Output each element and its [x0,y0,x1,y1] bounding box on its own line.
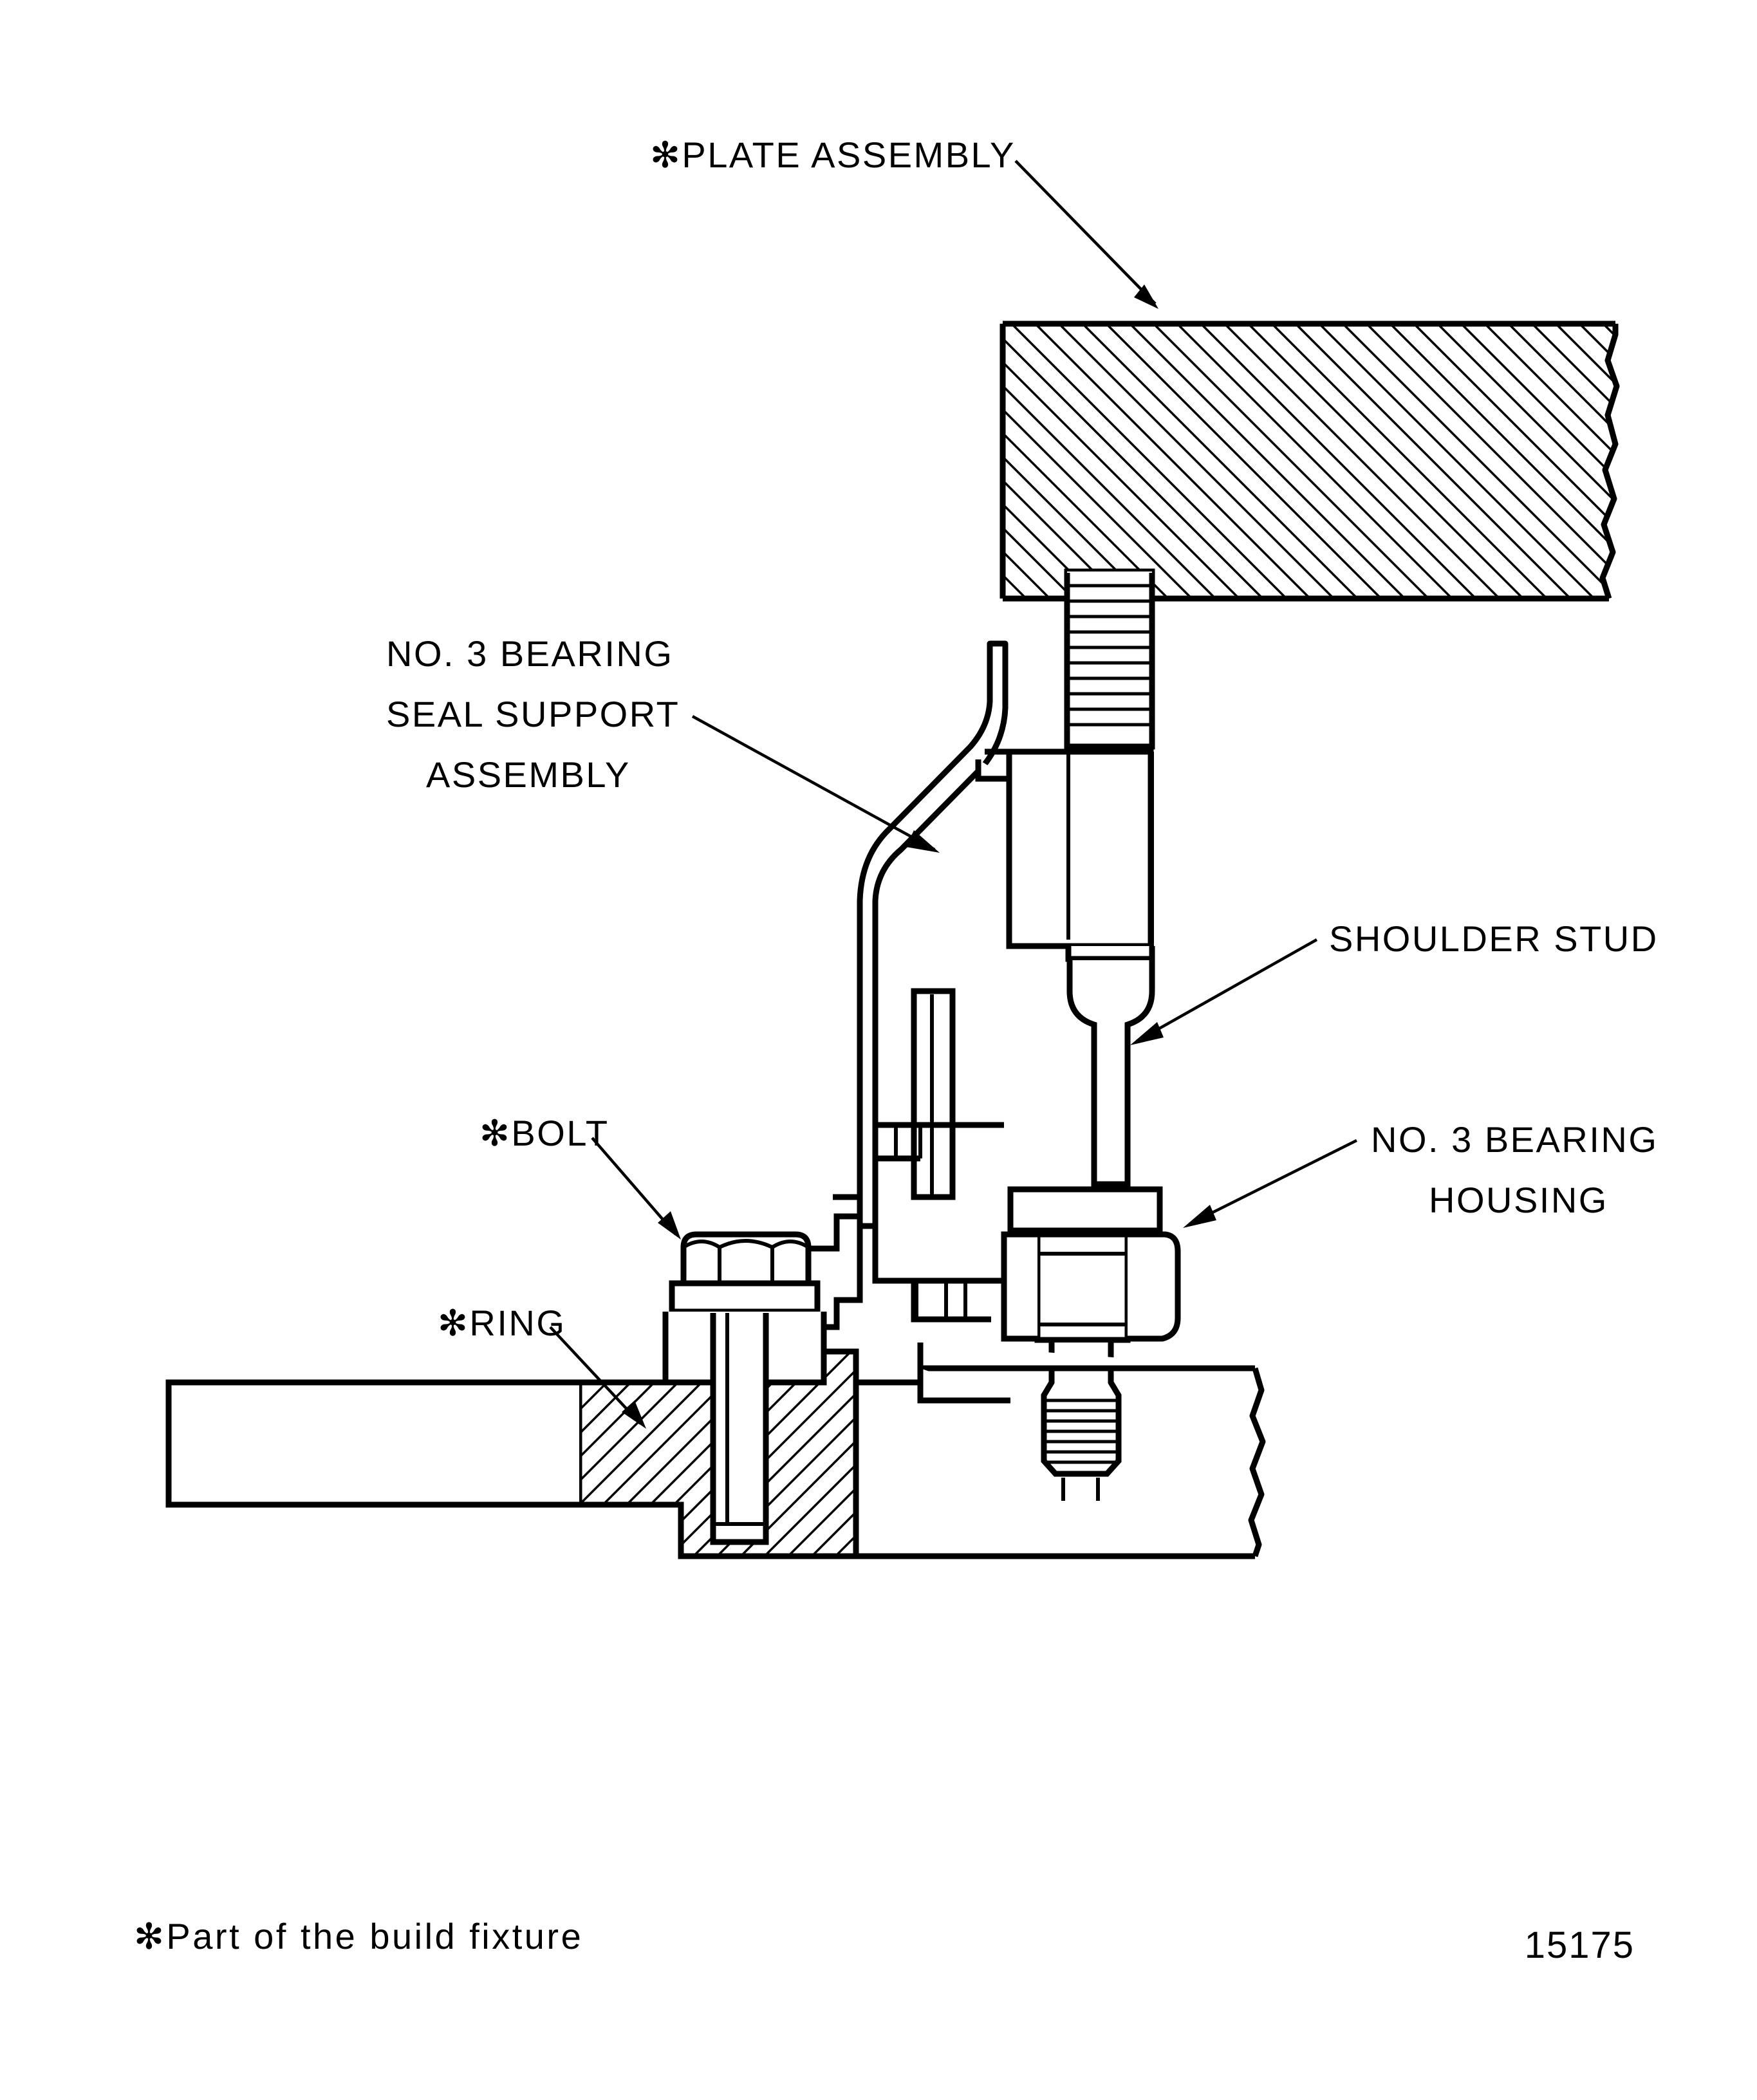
callout-plate-assembly-line-1: ✻PLATE ASSEMBLY [650,135,1016,175]
seal-support-assembly-part [798,640,1009,1330]
footnote-text: ✻Part of the build fixture [134,1916,583,1956]
callout-seal-support-line-3: ASSEMBLY [426,754,631,795]
plate-break-line [1599,324,1620,600]
stud-flange [1007,1186,1163,1234]
stud-waisted-shank [1066,960,1155,1187]
seal-support-step [975,759,1009,782]
callout-seal-support-line-2: SEAL SUPPORT [386,694,680,734]
seal-support-foot-left [811,1226,863,1330]
stud-lower-threads [1046,1398,1116,1464]
leader-ring [549,1326,646,1429]
leader-seal-support [691,715,940,853]
callout-labels: ✻PLATE ASSEMBLY NO. 3 BEARING SEAL SUPPO… [386,135,1659,1343]
leader-bolt [591,1137,681,1240]
bolt-washer [669,1280,821,1315]
callout-leaders [549,160,1358,1429]
stud-upper-shank [1064,573,1155,750]
seal-support-hook-upper [798,1213,860,1252]
housing-break-line [1248,1367,1266,1557]
arrowhead-shoulder-stud [1130,1022,1164,1045]
leader-shoulder-stud [1130,938,1318,1045]
arrowhead-bearing-housing [1183,1205,1216,1228]
leader-bearing-housing [1183,1138,1358,1228]
callout-bearing-housing-line-1: NO. 3 BEARING [1371,1119,1658,1160]
shoulder-stud-part [1006,573,1163,1501]
bearing-housing-part [798,1231,1266,1559]
ring-left-arm [165,1379,579,1508]
arrowhead-ring [622,1400,646,1429]
bolt-part [662,1231,827,1545]
housing-deck-left-step [917,1368,1010,1404]
bolt-hex-facet-left [682,1240,721,1249]
callout-seal-support-line-1: NO. 3 BEARING [386,633,673,674]
leader-plate-assembly [1014,160,1158,309]
arrowhead-bolt [658,1211,681,1240]
bolt-hex-facet-mid [718,1239,774,1249]
stud-spacer-sleeve [1006,748,1154,949]
housing-bracket-right [1128,1231,1181,1342]
stud-upper-threads [1070,584,1149,727]
seal-support-foot-profile [872,1226,991,1323]
plate-assembly-part [999,321,1620,602]
figure-number: 15175 [1525,1924,1635,1966]
callout-ring-line-1: ✻RING [438,1303,566,1343]
callout-bolt-line-1: ✻BOLT [479,1113,609,1153]
stud-collar-step [1065,946,1155,962]
plate-hatch-fill [1003,324,1617,599]
arrowhead-seal-support [906,830,940,853]
arrowhead-plate-assembly [1134,284,1158,309]
bolt-shank [710,1313,769,1545]
housing-bracket-left [1001,1231,1037,1342]
callout-bearing-housing-line-2: HOUSING [1429,1180,1608,1220]
callout-shoulder-stud-line-1: SHOULDER STUD [1329,918,1659,959]
bolt-hex-facet-right [771,1240,810,1249]
